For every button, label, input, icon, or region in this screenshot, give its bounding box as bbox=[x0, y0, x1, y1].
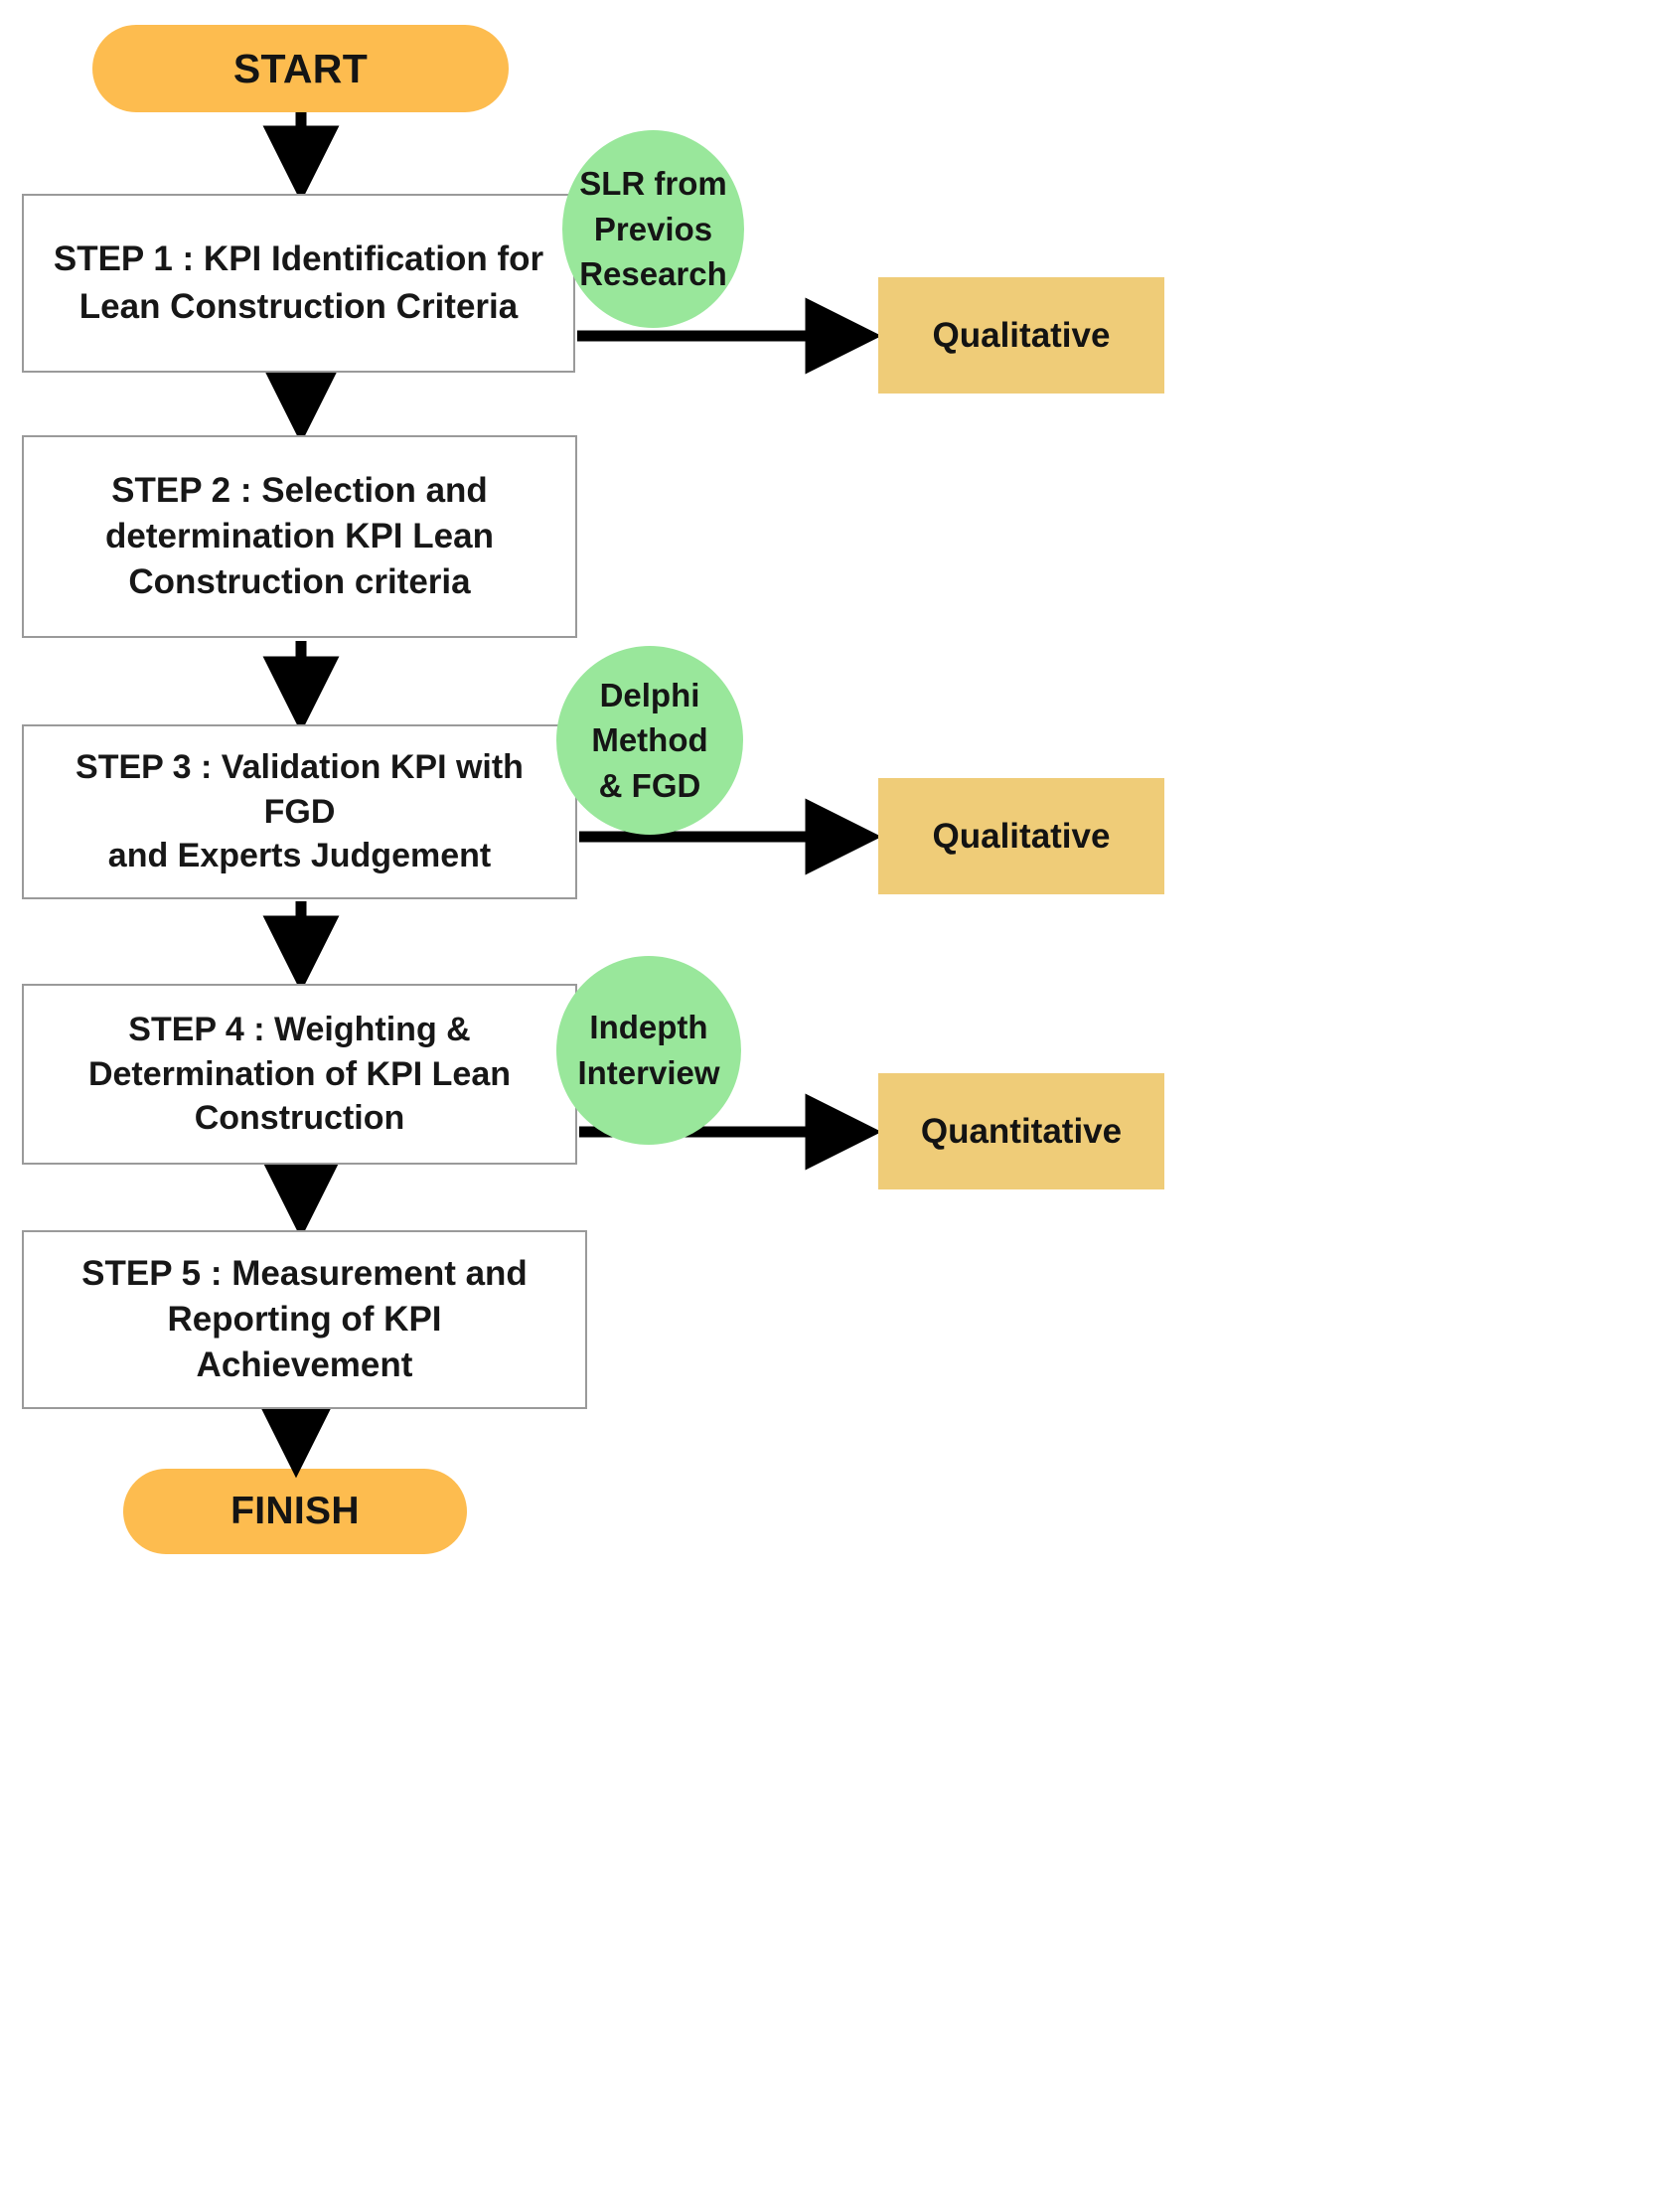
finish-label: FINISH bbox=[230, 1490, 360, 1532]
step-3-label: STEP 3 : Validation KPI with FGD and Exp… bbox=[76, 747, 524, 875]
process-step-1[interactable]: STEP 1 : KPI Identification for Lean Con… bbox=[22, 194, 575, 373]
step-2-label: STEP 2 : Selection and determination KPI… bbox=[105, 470, 494, 602]
result-box-qualitative-1[interactable]: Qualitative bbox=[878, 277, 1164, 394]
method-annotation-indepth-interview-label: Indepth Interview bbox=[577, 1009, 720, 1091]
method-annotation-slr[interactable]: SLR from Previos Research bbox=[562, 130, 744, 328]
step-4-label: STEP 4 : Weighting & Determination of KP… bbox=[87, 1010, 512, 1138]
process-step-5[interactable]: STEP 5 : Measurement and Reporting of KP… bbox=[22, 1230, 587, 1409]
method-annotation-slr-label: SLR from Previos Research bbox=[579, 165, 727, 293]
step-5-label: STEP 5 : Measurement and Reporting of KP… bbox=[81, 1253, 528, 1385]
result-box-qualitative-2[interactable]: Qualitative bbox=[878, 778, 1164, 894]
step-1-label: STEP 1 : KPI Identification for Lean Con… bbox=[53, 239, 544, 326]
process-step-3[interactable]: STEP 3 : Validation KPI with FGD and Exp… bbox=[22, 724, 577, 899]
process-step-2[interactable]: STEP 2 : Selection and determination KPI… bbox=[22, 435, 577, 638]
start-terminator[interactable]: START bbox=[92, 25, 509, 112]
result-box-qualitative-2-label: Qualitative bbox=[932, 816, 1111, 856]
result-box-quantitative[interactable]: Quantitative bbox=[878, 1073, 1164, 1189]
process-step-4[interactable]: STEP 4 : Weighting & Determination of KP… bbox=[22, 984, 577, 1165]
result-box-quantitative-label: Quantitative bbox=[920, 1111, 1123, 1151]
method-annotation-delphi-label: Delphi Method & FGD bbox=[591, 676, 708, 804]
method-annotation-delphi[interactable]: Delphi Method & FGD bbox=[556, 646, 743, 835]
finish-terminator[interactable]: FINISH bbox=[123, 1469, 467, 1554]
result-box-qualitative-1-label: Qualitative bbox=[932, 315, 1111, 355]
start-label: START bbox=[232, 45, 369, 91]
method-annotation-indepth-interview[interactable]: Indepth Interview bbox=[556, 956, 741, 1145]
